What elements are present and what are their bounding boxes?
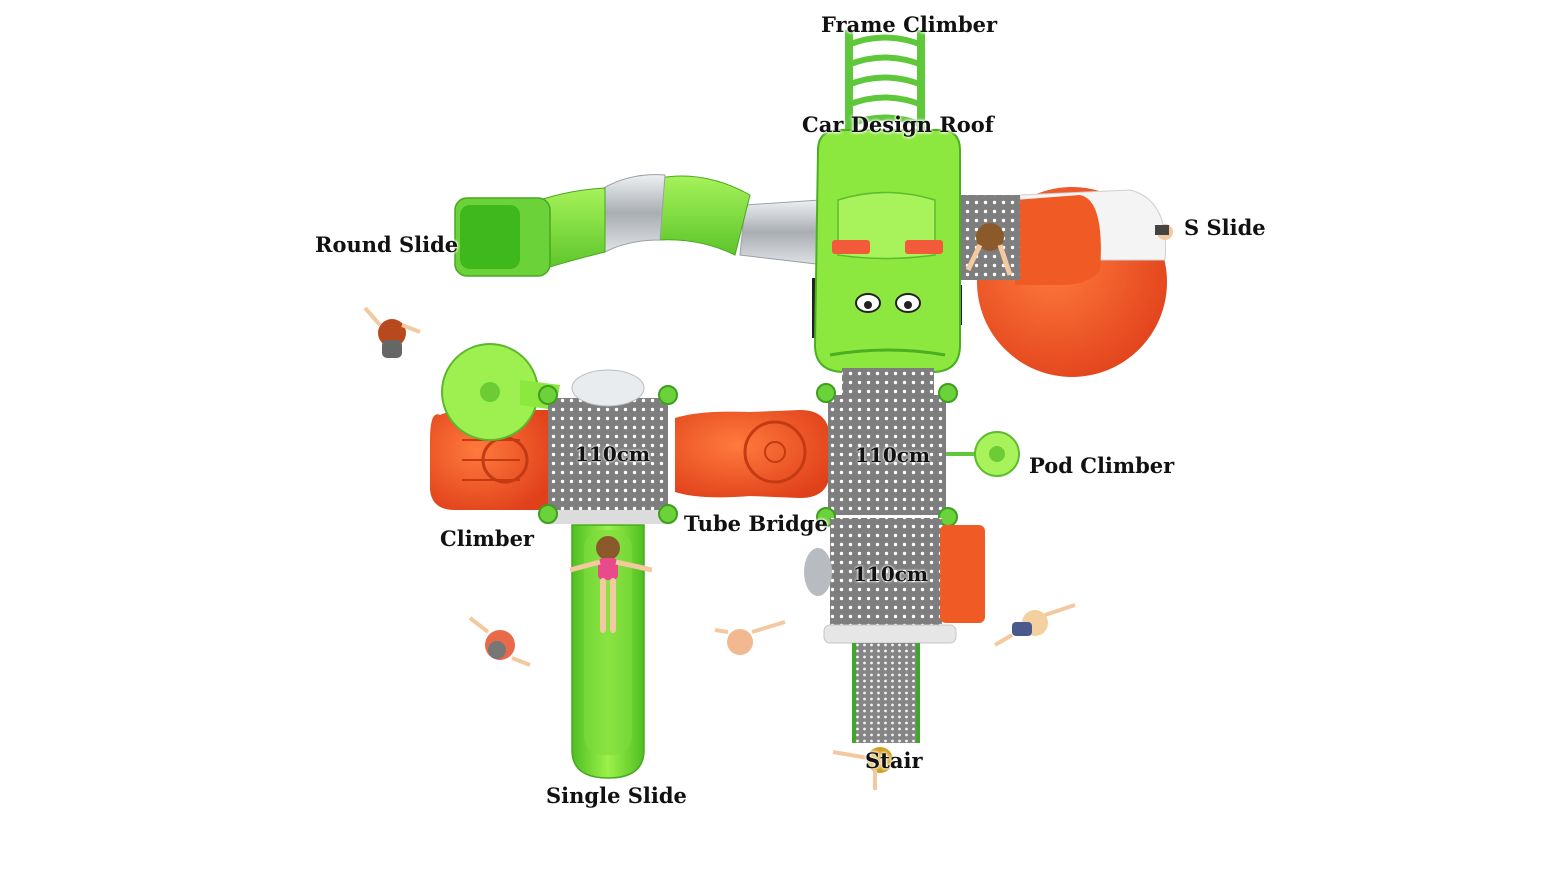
child-figure [714,620,786,655]
deck-height-center-top: 110cm [855,443,931,467]
s-slide [955,187,1167,377]
center-top-deck [816,383,958,527]
label-tube-bridge: Tube Bridge [684,511,828,536]
label-pod-climber: Pod Climber [1029,453,1175,478]
deck-height-center-bottom: 110cm [853,562,929,586]
child-figure [965,223,1013,276]
climber [430,410,548,510]
connector-deck [842,368,934,398]
stair [852,643,920,743]
child-figure [569,536,653,633]
round-slide [454,174,826,277]
child-figure [468,616,531,667]
frame-climber [845,30,925,135]
deck-height-left: 110cm [575,442,651,466]
left-deck [538,369,678,524]
label-car-design-roof: Car Design Roof [802,112,994,137]
label-round-slide: Round Slide [315,232,459,257]
tube-bridge [675,410,830,498]
label-frame-climber: Frame Climber [821,12,998,37]
child-figure [993,603,1076,647]
label-climber: Climber [440,526,534,551]
center-bottom-deck [804,518,985,644]
label-stair: Stair [865,748,923,773]
child-figure [832,747,893,790]
single-slide [571,524,645,779]
pod-climber [946,431,1020,477]
label-single-slide: Single Slide [546,783,687,808]
child-figure [363,306,421,358]
label-s-slide: S Slide [1184,215,1266,240]
child-figure [1155,224,1173,240]
car-design-roof [812,129,962,373]
